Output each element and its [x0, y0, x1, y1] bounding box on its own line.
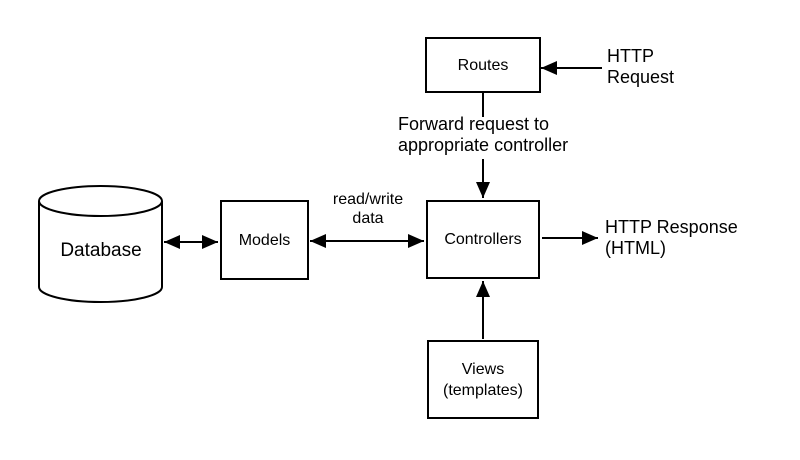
- annotation-read-write-data: read/write data: [332, 191, 404, 227]
- node-database-label: Database: [60, 240, 142, 261]
- node-controllers-label: Controllers: [444, 231, 522, 248]
- node-routes-label: Routes: [457, 56, 509, 74]
- node-views-label: Views (templates): [442, 360, 524, 399]
- node-views: Views (templates): [427, 340, 539, 419]
- annotation-forward-request: Forward request to appropriate controlle…: [398, 114, 569, 155]
- node-models-label: Models: [238, 231, 291, 249]
- database-cylinder-shape: [38, 185, 163, 303]
- node-controllers: Controllers: [426, 200, 540, 279]
- annotation-http-response: HTTP Response (HTML): [605, 217, 738, 258]
- node-routes: Routes: [425, 37, 541, 93]
- node-models: Models: [220, 200, 309, 280]
- annotation-http-request: HTTP Request: [607, 46, 675, 87]
